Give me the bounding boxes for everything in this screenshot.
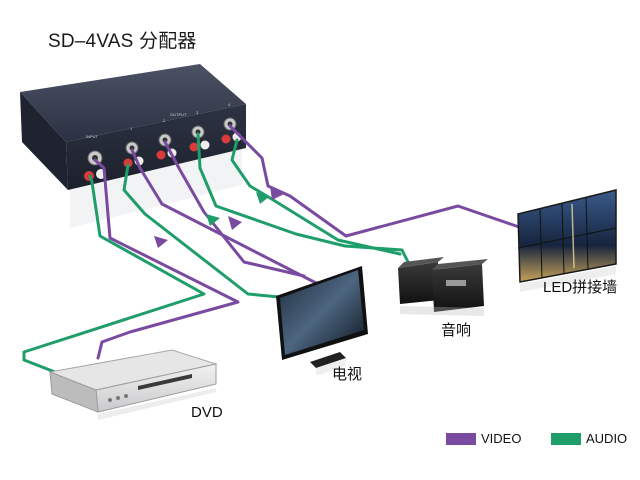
arrow-video-3 [270, 186, 284, 200]
arrow-video-2 [228, 216, 242, 230]
label-tv: 电视 [332, 366, 363, 383]
arrow-video-1 [154, 236, 168, 248]
cable-audio-out4 [230, 138, 402, 256]
port-label-2: 2 [163, 118, 166, 123]
legend-swatch-video [446, 433, 476, 445]
legend-label-video: VIDEO [481, 431, 522, 446]
cable-audio-speaker [196, 132, 410, 264]
arrow-audio-2 [256, 192, 270, 204]
port-label-1: 1 [130, 126, 133, 131]
device-front [66, 104, 246, 190]
cable-video-led [228, 124, 524, 238]
input-label: INPUT [86, 134, 99, 139]
label-led-wall: LED拼接墙 [543, 279, 618, 296]
television [276, 266, 368, 376]
label-speaker: 音响 [441, 322, 472, 339]
cable-video-tv [130, 148, 322, 287]
port-label-4: 4 [228, 102, 231, 107]
speakers [398, 257, 488, 316]
cable-audio-tv [122, 163, 292, 300]
led-wall [517, 189, 617, 292]
cable-video-dvd [93, 158, 240, 360]
legend-swatch-audio [551, 433, 581, 445]
legend-label-audio: AUDIO [586, 431, 628, 446]
page-title: SD–4VAS 分配器 [48, 31, 197, 52]
port-label-3: 3 [196, 110, 199, 115]
arrow-audio-1 [206, 214, 220, 226]
cable-audio-dvd [22, 174, 206, 374]
label-dvd: DVD [191, 404, 223, 421]
signal-arrows [154, 186, 284, 248]
output-label: OUTPUT [170, 112, 187, 117]
device-side [20, 92, 68, 190]
cables [22, 124, 524, 374]
device-top [20, 64, 246, 142]
splitter-device: INPUT OUTPUT 1 2 3 4 [20, 64, 246, 228]
dvd-player [48, 349, 218, 420]
cable-video-out3 [163, 140, 306, 278]
